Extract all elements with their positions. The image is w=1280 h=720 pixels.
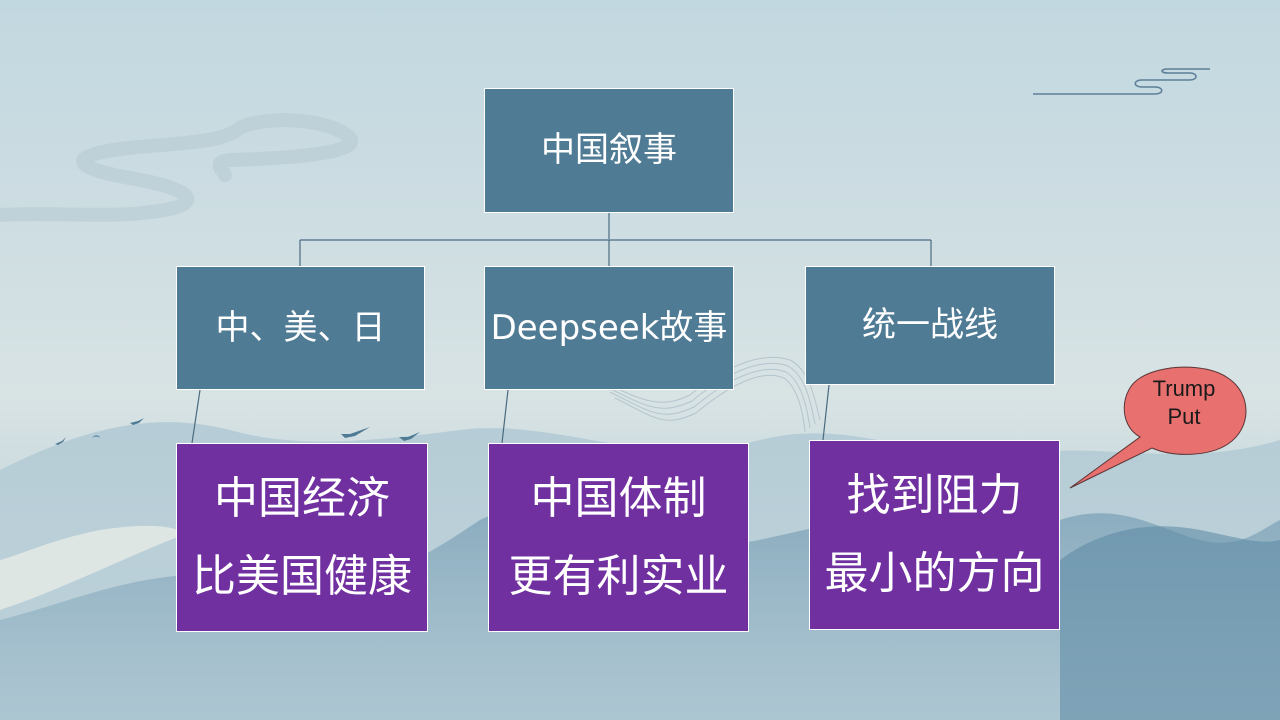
branch-node-label: 中、美、日 [215,307,386,348]
leaf-node-line: 更有利实业 [508,550,729,602]
branch-node-deepseek-story[interactable]: Deepseek故事 [484,266,734,390]
mist-swirl [0,113,359,222]
root-node[interactable]: 中国叙事 [484,88,734,213]
leaf-node-line: 找到阻力 [846,470,1023,521]
branch-node-label: 统一战线 [862,305,998,346]
branch-node-united-front[interactable]: 统一战线 [805,266,1055,385]
birds [55,418,420,445]
bird-icon [341,427,370,438]
speech-bubble-text: Trump Put [1120,375,1248,431]
bird-icon [399,432,420,441]
leaf-node-line: 中国体制 [530,472,707,524]
leaf-node-system[interactable]: 中国体制 更有利实业 [488,443,749,632]
leaf-node-least-resistance[interactable]: 找到阻力 最小的方向 [809,440,1060,630]
right-peak [1060,526,1280,720]
speech-bubble-line: Put [1167,404,1201,429]
branch-node-label: Deepseek故事 [490,307,728,348]
white-mist-band [0,525,181,610]
leaf-node-line: 最小的方向 [824,548,1045,599]
bird-icon [130,418,144,425]
bird-icon [92,435,100,438]
branch-node-china-us-japan[interactable]: 中、美、日 [176,266,425,390]
root-node-label: 中国叙事 [541,130,677,171]
speech-bubble-line: Trump [1152,376,1216,401]
leaf-node-line: 中国经济 [214,472,390,524]
wind-line-ornament [1033,68,1210,95]
leaf-node-line: 比美国健康 [192,550,412,602]
bird-icon [55,437,66,445]
leaf-node-economy[interactable]: 中国经济 比美国健康 [176,443,428,632]
